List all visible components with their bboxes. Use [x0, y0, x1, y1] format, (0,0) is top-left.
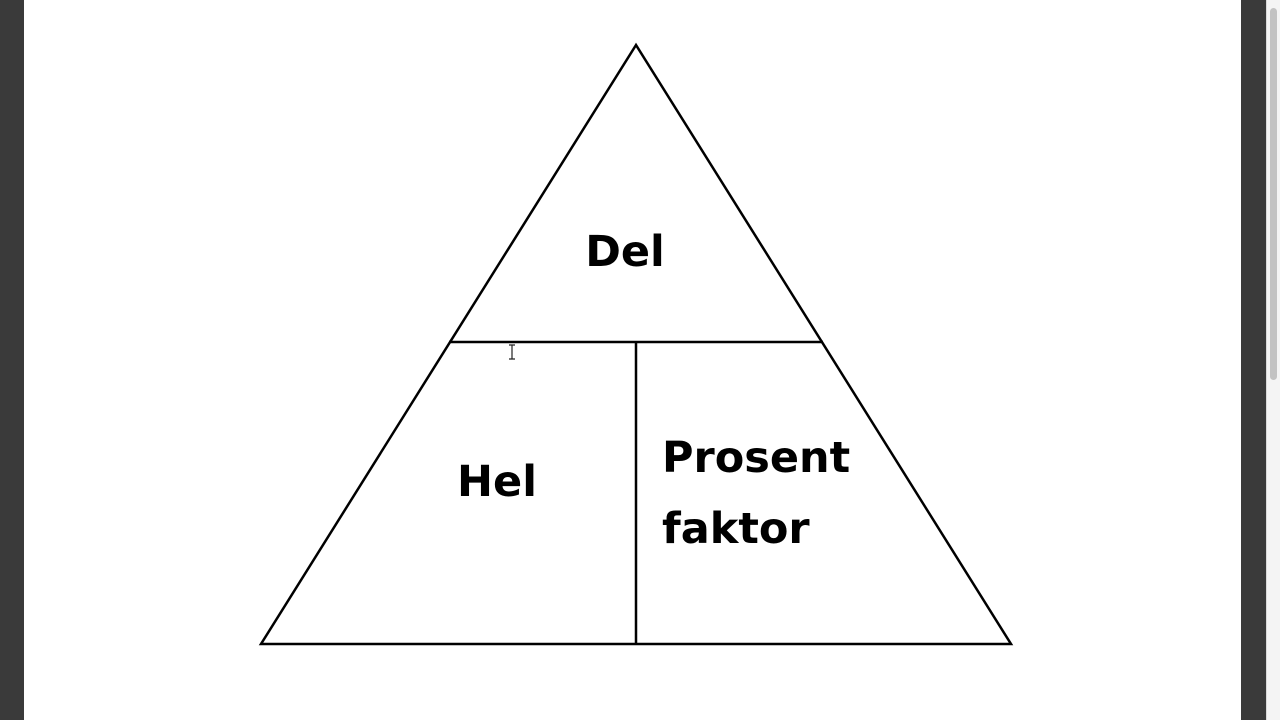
left-window-gutter	[0, 0, 24, 720]
bottom-left-section-label: Hel	[457, 457, 537, 507]
top-section-label: Del	[585, 227, 665, 277]
bottom-right-section-label-line2: faktor	[662, 504, 810, 554]
i-beam-cursor-icon	[509, 344, 515, 360]
right-window-gutter	[1241, 0, 1266, 720]
bottom-right-section-label-line1: Prosent	[662, 433, 850, 483]
vertical-scrollbar[interactable]	[1266, 0, 1280, 720]
scrollbar-thumb[interactable]	[1270, 8, 1277, 380]
document-page[interactable]	[24, 0, 1241, 720]
